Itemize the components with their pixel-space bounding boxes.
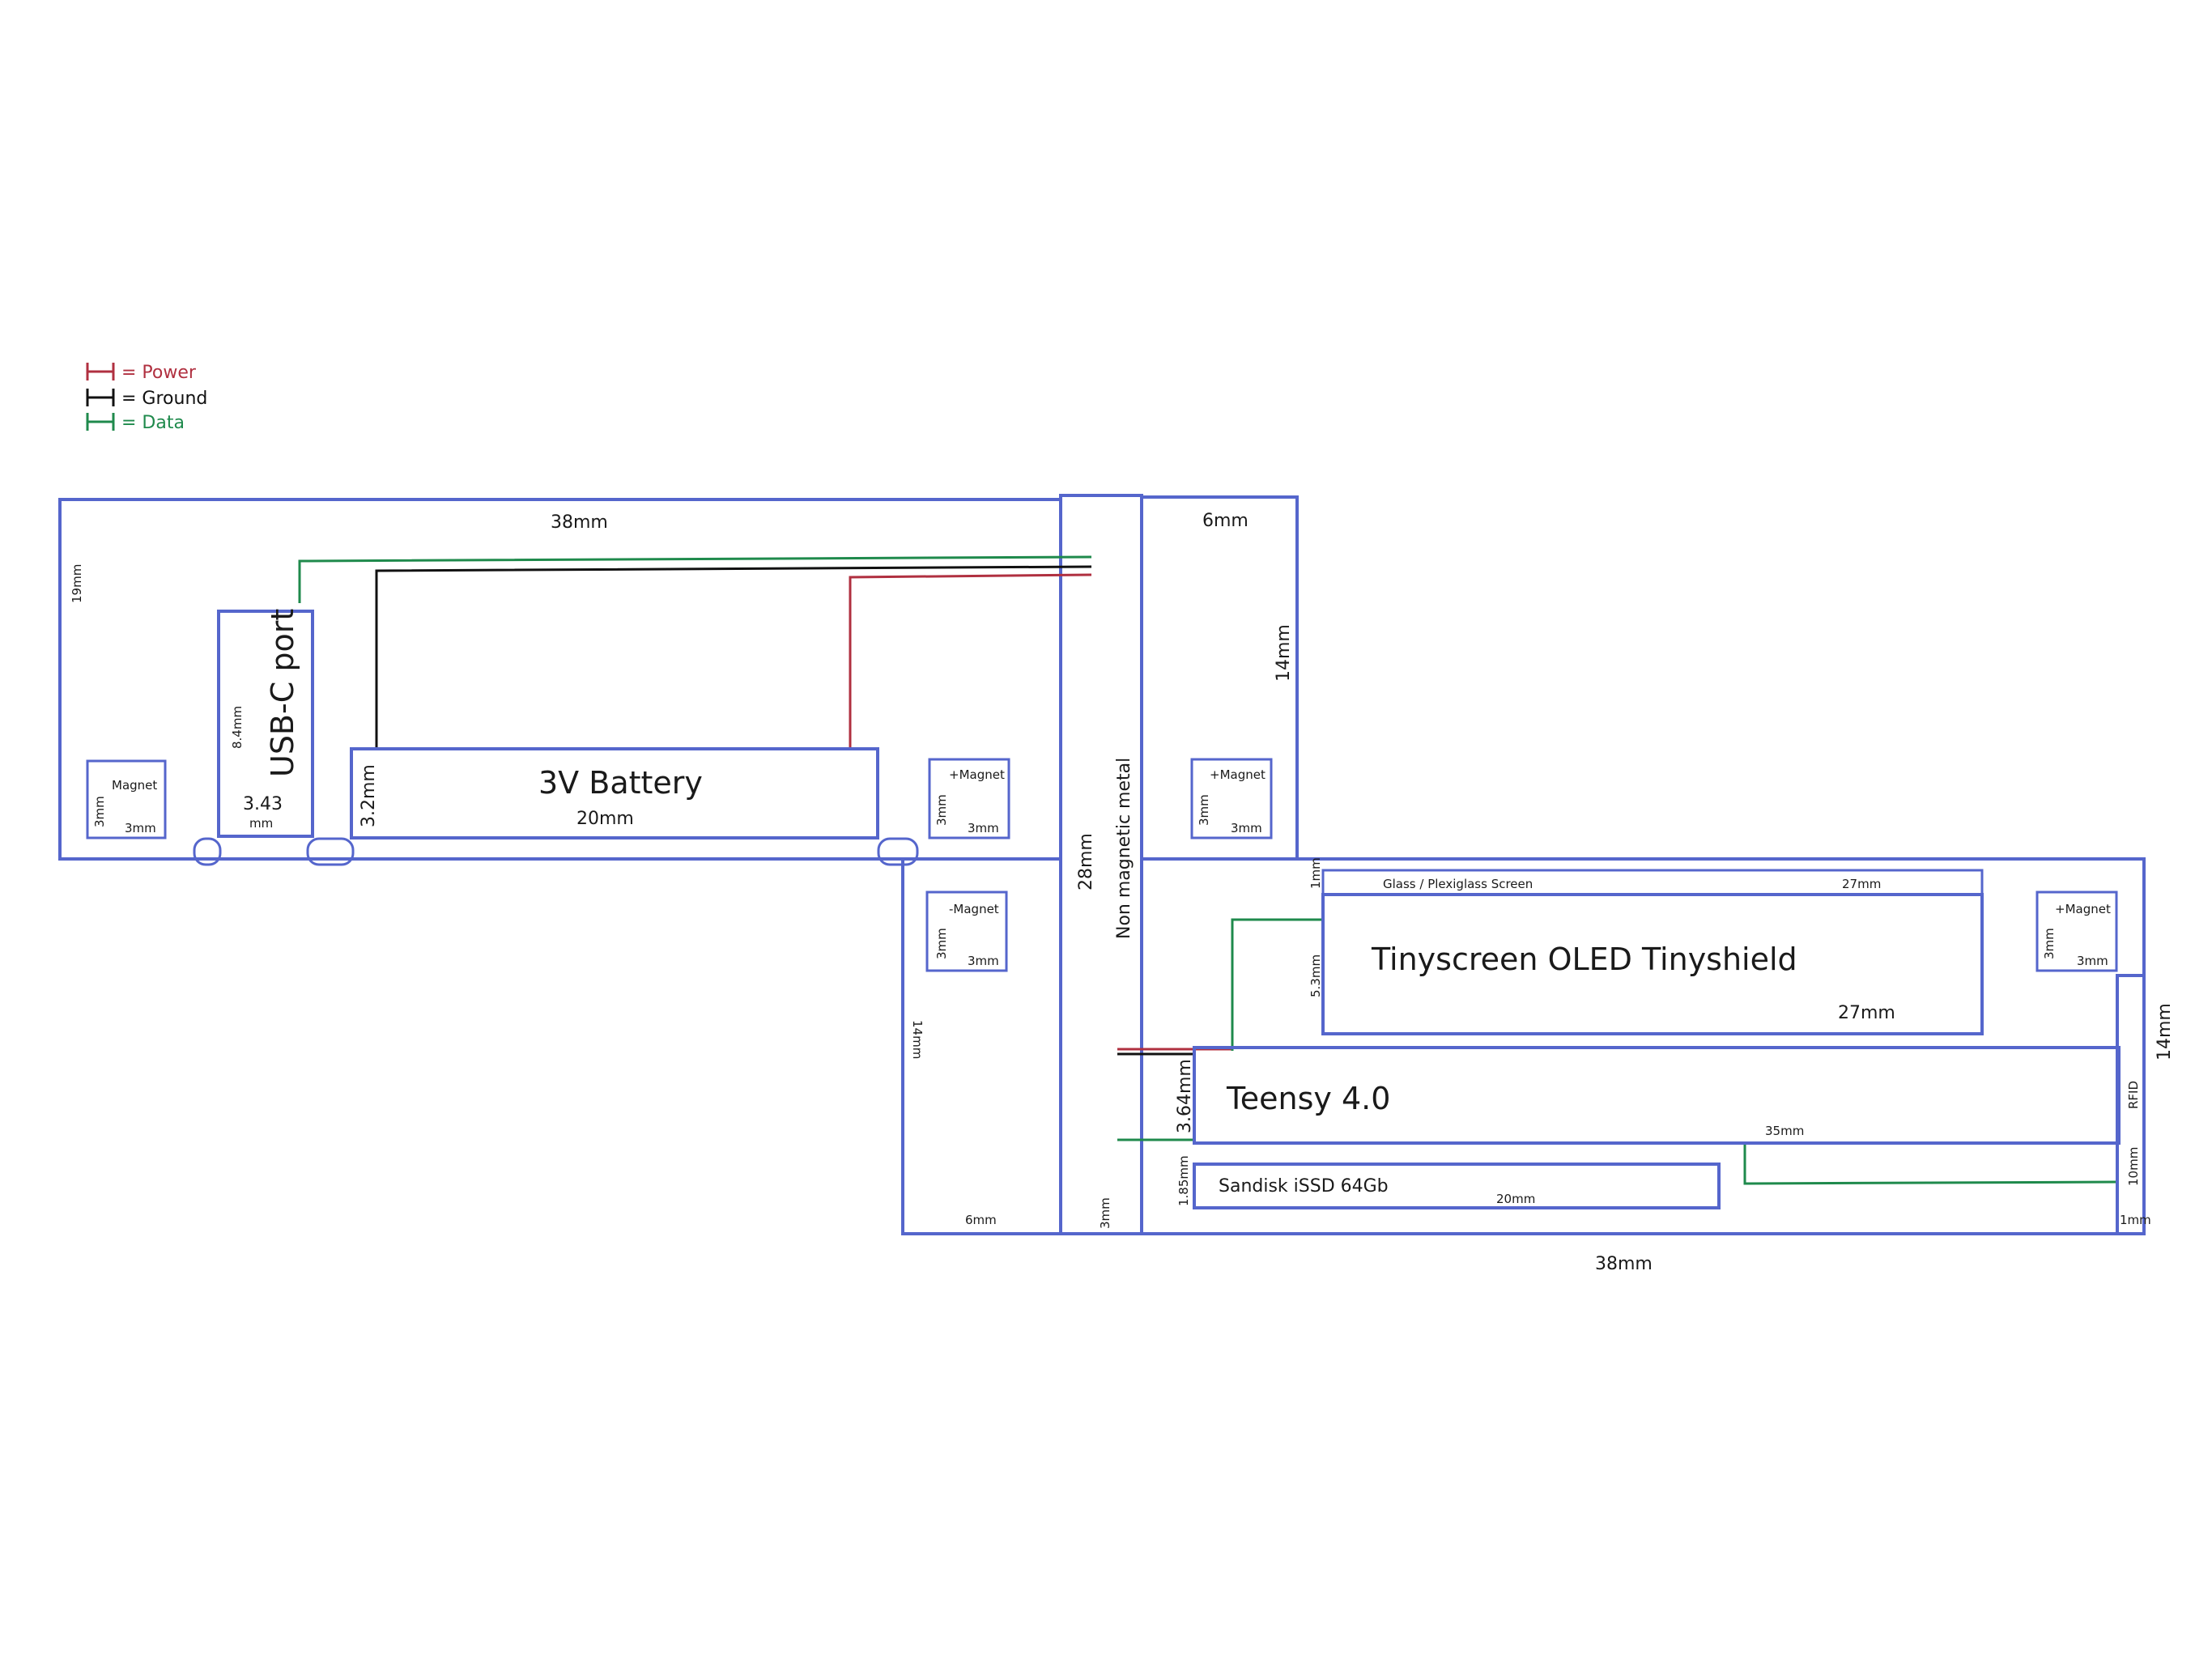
glass-screen-height: 1mm bbox=[1308, 857, 1323, 889]
left-height-label: 19mm bbox=[70, 564, 84, 603]
battery-label: 3V Battery bbox=[538, 765, 703, 801]
magnet-plus-lower-right-label: +Magnet bbox=[2055, 902, 2111, 916]
teensy-height: 3.64mm bbox=[1175, 1059, 1195, 1133]
legend-ground-marker bbox=[86, 389, 115, 406]
magnet-minus-height: 3mm bbox=[934, 928, 949, 959]
teensy-label: Teensy 4.0 bbox=[1226, 1081, 1390, 1116]
magnet-plus-upper-left-height: 3mm bbox=[934, 794, 949, 826]
magnet-plus-upper-left-label: +Magnet bbox=[949, 767, 1005, 782]
glass-screen-width: 27mm bbox=[1842, 877, 1881, 891]
magnet-plus-lower-right bbox=[2035, 891, 2118, 972]
usb-label: USB-C port bbox=[265, 609, 300, 777]
legend-ground-label: = Ground bbox=[121, 389, 207, 409]
magnet-plus-upper-right-label: +Magnet bbox=[1210, 767, 1266, 782]
battery bbox=[350, 747, 879, 840]
rfid-height: 10mm bbox=[2126, 1147, 2141, 1186]
bottom-width-label: 38mm bbox=[1595, 1254, 1653, 1274]
magnet-plus-lower-right-height: 3mm bbox=[2042, 928, 2057, 959]
magnet-left-label: Magnet bbox=[112, 778, 157, 793]
magnet-left-width: 3mm bbox=[125, 821, 156, 835]
rfid-width: 1mm bbox=[2120, 1213, 2151, 1227]
usb-width-label: 3.43 bbox=[243, 794, 283, 814]
oled-height: 5.3mm bbox=[1308, 954, 1323, 997]
lower-left-height-label: 14mm bbox=[910, 1020, 925, 1059]
magnet-plus-upper-left-width: 3mm bbox=[968, 821, 999, 835]
oled-width: 27mm bbox=[1838, 1003, 1895, 1023]
battery-width-label: 20mm bbox=[576, 809, 634, 829]
lower-left-width-label: 6mm bbox=[965, 1213, 997, 1227]
ssd-label: Sandisk iSSD 64Gb bbox=[1219, 1176, 1389, 1197]
magnet-left-height: 3mm bbox=[92, 796, 107, 827]
ssd-height: 1.85mm bbox=[1176, 1155, 1191, 1206]
battery-height-label: 3.2mm bbox=[359, 764, 379, 827]
magnet-plus-upper-left bbox=[928, 758, 1010, 840]
joint-markers bbox=[193, 837, 919, 866]
magnet-left bbox=[86, 759, 167, 840]
sandisk-ssd bbox=[1193, 1163, 1721, 1209]
legend: = Power = Ground = Data bbox=[86, 363, 207, 433]
joint-marker bbox=[306, 837, 355, 866]
legend-data-marker bbox=[86, 413, 115, 431]
legend-power-label: = Power bbox=[121, 363, 197, 383]
oled-label: Tinyscreen OLED Tinyshield bbox=[1371, 942, 1797, 977]
usb-c-port bbox=[217, 610, 314, 838]
lower-left-enclosure bbox=[901, 857, 1062, 1235]
usb-height-label: 8.4mm bbox=[230, 706, 245, 749]
data-wire-top bbox=[298, 555, 1092, 603]
ground-wire-top bbox=[375, 565, 1092, 749]
right-top-width-label: 6mm bbox=[1202, 511, 1249, 531]
teensy-width: 35mm bbox=[1765, 1124, 1804, 1138]
center-metal-label: Non magnetic metal bbox=[1114, 758, 1134, 939]
data-wire-rfid bbox=[1743, 1141, 2118, 1185]
ssd-width: 20mm bbox=[1496, 1192, 1535, 1206]
joint-marker bbox=[193, 837, 222, 866]
center-height-label: 28mm bbox=[1076, 833, 1096, 891]
magnet-minus-lower-left bbox=[925, 891, 1008, 972]
magnet-minus-width: 3mm bbox=[968, 954, 999, 968]
rfid-module bbox=[2116, 974, 2146, 1235]
top-width-label: 38mm bbox=[551, 512, 608, 533]
magnet-plus-lower-right-width: 3mm bbox=[2077, 954, 2108, 968]
upper-left-enclosure bbox=[58, 498, 1062, 861]
oled-display bbox=[1321, 893, 1984, 1035]
joint-marker bbox=[877, 837, 919, 866]
right-height-label: 14mm bbox=[2155, 1003, 2175, 1061]
magnet-plus-upper-right-width: 3mm bbox=[1231, 821, 1262, 835]
right-top-height-label: 14mm bbox=[1274, 624, 1294, 682]
center-bottom-label: 3mm bbox=[1098, 1197, 1112, 1229]
magnet-minus-label: -Magnet bbox=[949, 902, 999, 916]
legend-power-marker bbox=[86, 363, 115, 380]
usb-width-unit: mm bbox=[249, 816, 273, 831]
magnet-plus-upper-right-height: 3mm bbox=[1197, 794, 1211, 826]
magnet-plus-upper-right bbox=[1190, 758, 1273, 840]
legend-data-label: = Data bbox=[121, 413, 185, 433]
glass-screen-label: Glass / Plexiglass Screen bbox=[1383, 877, 1533, 891]
power-wire-top bbox=[849, 573, 1092, 749]
rfid-label: RFID bbox=[2126, 1081, 2141, 1109]
data-wire-oled bbox=[1231, 918, 1323, 1051]
